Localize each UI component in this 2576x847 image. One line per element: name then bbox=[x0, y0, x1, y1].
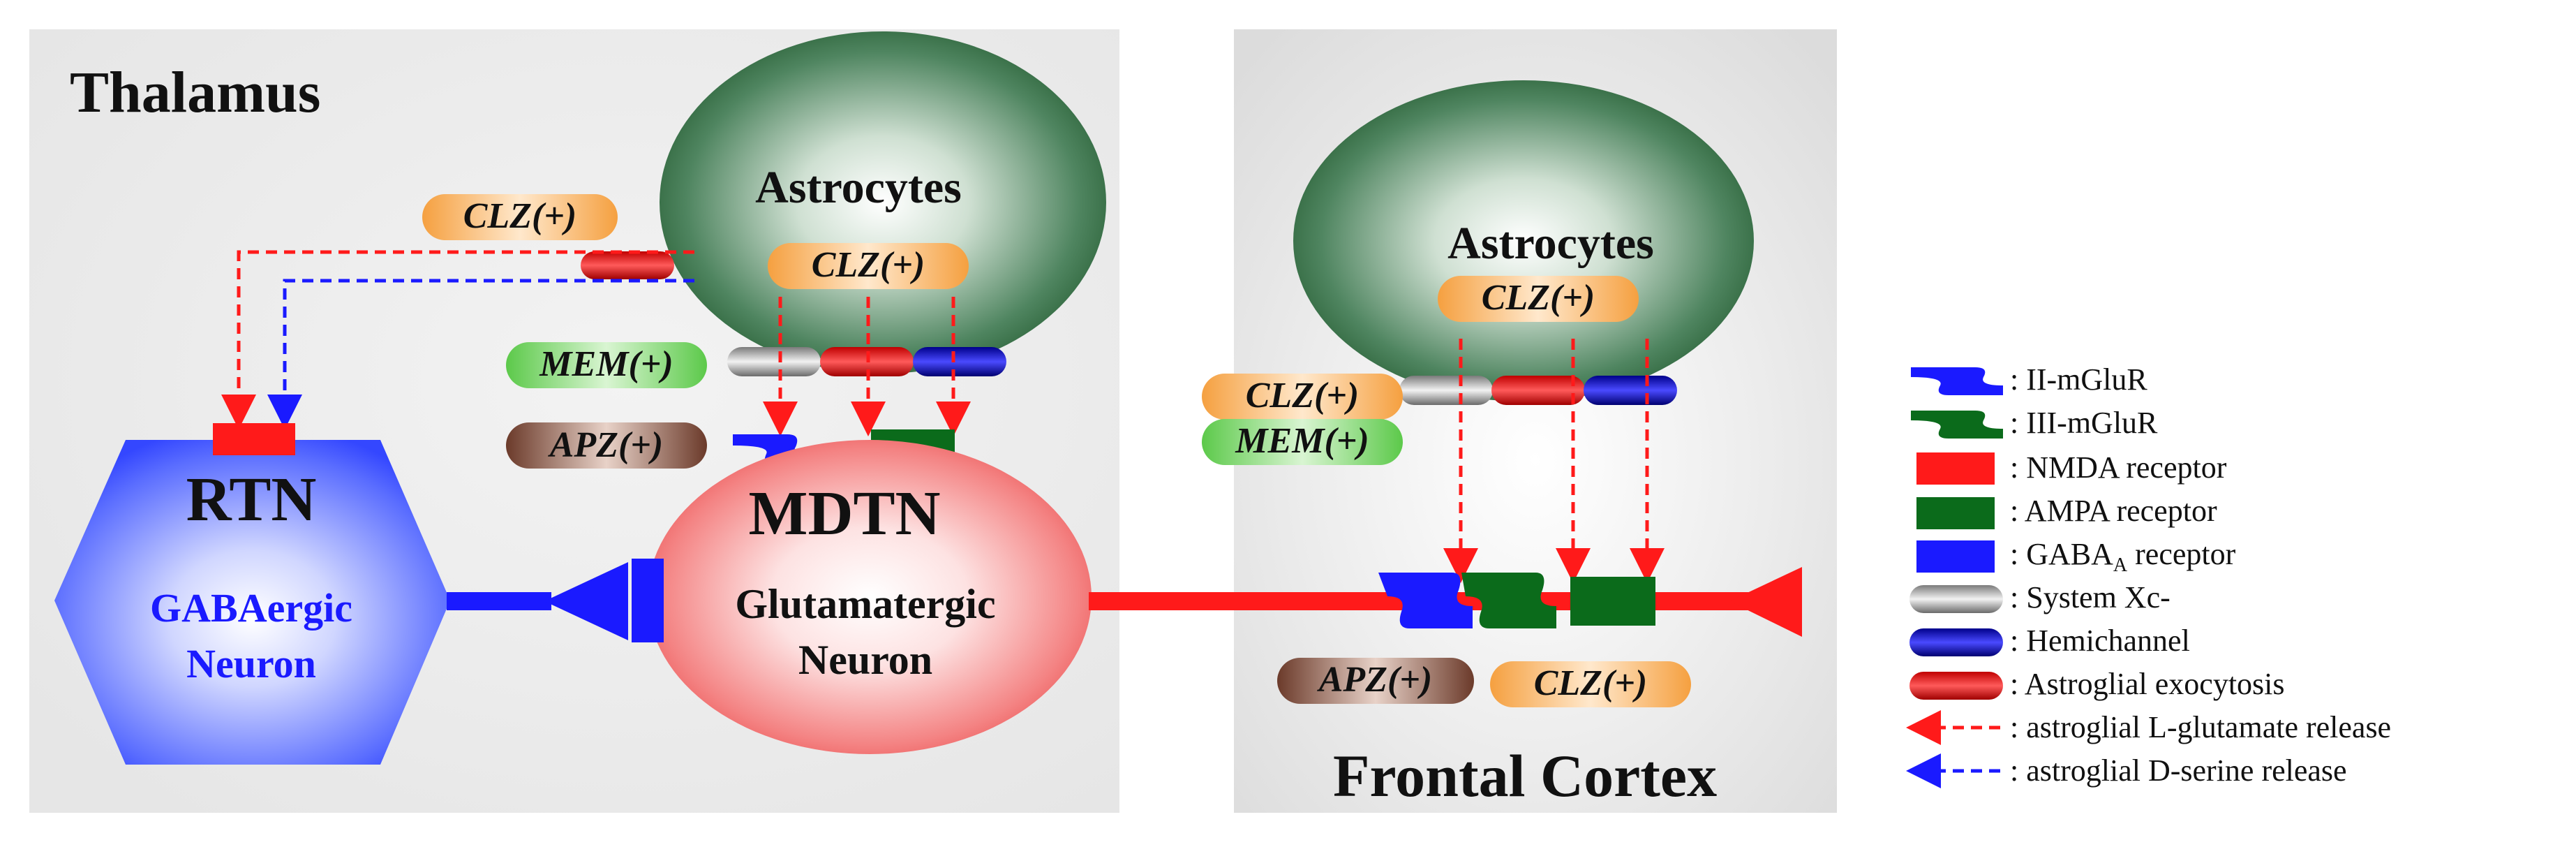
cortex-clz-left-pill bbox=[1202, 374, 1403, 420]
cortex-astrocytes-label: Astrocytes bbox=[1447, 218, 1654, 269]
cortex-exocytosis bbox=[1491, 376, 1585, 405]
mdtn-subtitle-line1: Glutamatergic bbox=[735, 581, 995, 627]
iii-mglur-icon bbox=[1911, 411, 2003, 439]
legend-label-5: : GABAA receptor bbox=[2010, 537, 2236, 576]
frontal-cortex-label: Frontal Cortex bbox=[1333, 742, 1717, 809]
cortex-astrocyte bbox=[1293, 80, 1754, 402]
cortex-clz-astro-label: CLZ(+) bbox=[1482, 278, 1595, 318]
thalamus-clz-outer-pill bbox=[422, 194, 618, 240]
cortex-ii-mglur bbox=[1378, 573, 1473, 628]
thalamus-clz-outer-label: CLZ(+) bbox=[463, 196, 576, 236]
legend-label-6: : System Xc- bbox=[2010, 580, 2171, 614]
thalamus-apz-pill bbox=[506, 422, 707, 469]
hemichannel-icon bbox=[1909, 628, 2003, 656]
cortex-mem-label: MEM(+) bbox=[1235, 421, 1369, 461]
cortex-ampa-receptor bbox=[1570, 577, 1655, 626]
mdtn-subtitle-line2: Neuron bbox=[798, 637, 932, 683]
legend-label-9: : astroglial L-glutamate release bbox=[2010, 710, 2391, 744]
thalamus-hemichannel bbox=[913, 347, 1006, 376]
thalamus-label: Thalamus bbox=[70, 60, 320, 125]
rtn-subtitle-line1: GABAergic bbox=[150, 585, 352, 631]
thalamus-exocytosis-pill bbox=[581, 251, 674, 279]
system-xc-icon bbox=[1909, 585, 2003, 613]
thalamus-astrocytes-label: Astrocytes bbox=[755, 162, 962, 213]
cortex-clz-bottom-pill bbox=[1490, 661, 1691, 707]
legend-label-10: : astroglial D-serine release bbox=[2010, 753, 2347, 788]
cortex-clz-astro-pill bbox=[1438, 276, 1639, 322]
thalamus-clz-inner-pill bbox=[768, 243, 969, 289]
legend-label-7: : Hemichannel bbox=[2010, 624, 2190, 658]
legend-label-2: : III-mGluR bbox=[2010, 406, 2158, 440]
gaba-terminal bbox=[544, 562, 628, 640]
cortex-system-xc bbox=[1399, 376, 1493, 405]
gaba-axon bbox=[447, 592, 551, 610]
thalamus-astrocyte bbox=[660, 31, 1106, 374]
thalamus-apz-label: APZ(+) bbox=[548, 425, 663, 465]
rtn-neuron bbox=[54, 440, 450, 765]
cortex-hemichannel bbox=[1584, 376, 1677, 405]
nmda-receptor-icon bbox=[1916, 452, 1995, 485]
ampa-receptor-icon bbox=[1916, 497, 1995, 529]
mdtn-title: MDTN bbox=[749, 479, 941, 548]
thalamus-glutamate-release-line bbox=[221, 250, 694, 429]
mdtn-neuron bbox=[648, 440, 1092, 754]
legend-label-3: : NMDA receptor bbox=[2010, 450, 2227, 485]
thalamus-mem-pill bbox=[506, 342, 707, 388]
legend-label-1: : II-mGluR bbox=[2010, 362, 2147, 397]
legend: : II-mGluR : III-mGluR : NMDA receptor :… bbox=[1906, 362, 2391, 788]
thalamus-gaba-a-receptor bbox=[632, 559, 664, 642]
rtn-title: RTN bbox=[186, 465, 317, 534]
cortex-clz-bottom-label: CLZ(+) bbox=[1534, 663, 1647, 703]
cortex-apz-label: APZ(+) bbox=[1317, 660, 1432, 700]
rtn-subtitle-line2: Neuron bbox=[186, 641, 316, 686]
gaba-a-receptor-icon bbox=[1916, 540, 1995, 573]
ii-mglur-icon bbox=[1911, 367, 2003, 395]
astroglial-exocytosis-icon bbox=[1909, 672, 2003, 700]
legend-label-4: : AMPA receptor bbox=[2010, 494, 2217, 528]
thalamus-system-xc bbox=[727, 347, 821, 376]
thalamus-clz-inner-label: CLZ(+) bbox=[812, 245, 925, 285]
thalamus-mem-label: MEM(+) bbox=[539, 344, 673, 384]
thalamus-dserine-release-line bbox=[267, 279, 694, 429]
rtn-nmda-receptor bbox=[213, 423, 295, 455]
cortex-clz-left-label: CLZ(+) bbox=[1246, 376, 1359, 415]
cortex-iii-mglur bbox=[1461, 573, 1556, 628]
legend-label-8: : Astroglial exocytosis bbox=[2010, 667, 2285, 701]
cortex-apz-pill bbox=[1277, 658, 1474, 704]
cortex-mem-pill bbox=[1202, 419, 1403, 465]
axon-terminal bbox=[1729, 567, 1802, 637]
